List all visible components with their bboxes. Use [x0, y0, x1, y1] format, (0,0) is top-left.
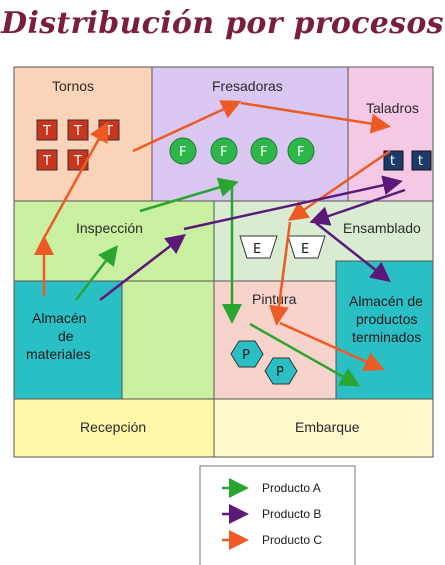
- torno-glyph: T: [104, 124, 113, 139]
- label-almacen-productos-3: terminados: [352, 329, 421, 345]
- ensambladora-glyph: E: [301, 242, 309, 257]
- pintura-glyph: P: [276, 365, 284, 380]
- label-ensamblado: Ensamblado: [343, 220, 421, 236]
- legend-item-producto-a: Producto A: [222, 478, 321, 498]
- label-tornos: Tornos: [52, 78, 94, 94]
- area-inspeccion-lower: [121, 280, 215, 400]
- legend-label-c: Producto C: [262, 533, 322, 547]
- pintura-machine: P: [230, 340, 264, 368]
- fresadora-glyph: F: [179, 145, 186, 160]
- taladro-machine: t: [411, 150, 432, 171]
- pintura-glyph: P: [242, 348, 250, 363]
- flow-producto-c: [34, 100, 391, 371]
- legend-label-a: Producto A: [262, 481, 321, 495]
- legend-item-producto-c: Producto C: [222, 530, 322, 550]
- torno-glyph: T: [73, 154, 82, 169]
- ensambladora-machine: E: [239, 235, 278, 259]
- legend-item-producto-b: Producto B: [222, 504, 321, 524]
- fresadora-glyph: F: [297, 145, 304, 160]
- label-pintura: Pintura: [252, 291, 297, 307]
- legend: Producto A Producto B Producto C: [199, 465, 356, 565]
- label-recepcion: Recepción: [80, 419, 146, 435]
- taladro-machine: t: [383, 150, 404, 171]
- fresadora-machine: F: [169, 137, 197, 165]
- torno-machine: T: [36, 119, 58, 141]
- label-almacen-materiales-1: Almacén: [32, 310, 86, 326]
- diagram-title: Distribución por procesos: [1, 6, 444, 41]
- fresadora-glyph: F: [260, 145, 267, 160]
- label-almacen-materiales-3: materiales: [26, 346, 91, 362]
- torno-glyph: T: [42, 124, 51, 139]
- legend-label-b: Producto B: [262, 507, 321, 521]
- taladro-glyph: t: [418, 154, 423, 169]
- taladro-glyph: t: [390, 154, 395, 169]
- label-almacen-materiales-2: de: [58, 328, 74, 344]
- torno-machine: T: [67, 119, 89, 141]
- ensambladora-glyph: E: [253, 242, 261, 257]
- fresadora-machine: F: [250, 137, 278, 165]
- fresadora-glyph: F: [220, 145, 227, 160]
- area-fresadoras: [151, 66, 349, 202]
- torno-machine: T: [67, 149, 89, 171]
- area-taladros: [347, 66, 434, 202]
- flow-producto-b: [99, 175, 406, 301]
- label-fresadoras: Fresadoras: [212, 78, 283, 94]
- torno-machine: T: [36, 149, 58, 171]
- fresadora-machine: F: [287, 137, 315, 165]
- flow-producto-a: [75, 177, 361, 387]
- label-embarque: Embarque: [295, 419, 360, 435]
- label-almacen-productos-2: productos: [356, 311, 417, 327]
- label-almacen-productos-1: Almacén de: [349, 293, 423, 309]
- torno-machine: T: [98, 119, 120, 141]
- label-inspeccion: Inspección: [76, 220, 143, 236]
- ensambladora-machine: E: [287, 235, 326, 259]
- torno-glyph: T: [73, 124, 82, 139]
- area-recepcion: [13, 398, 215, 458]
- label-taladros: Taladros: [366, 100, 419, 116]
- torno-glyph: T: [42, 154, 51, 169]
- area-embarque: [213, 398, 434, 458]
- fresadora-machine: F: [210, 137, 238, 165]
- pintura-machine: P: [264, 357, 298, 385]
